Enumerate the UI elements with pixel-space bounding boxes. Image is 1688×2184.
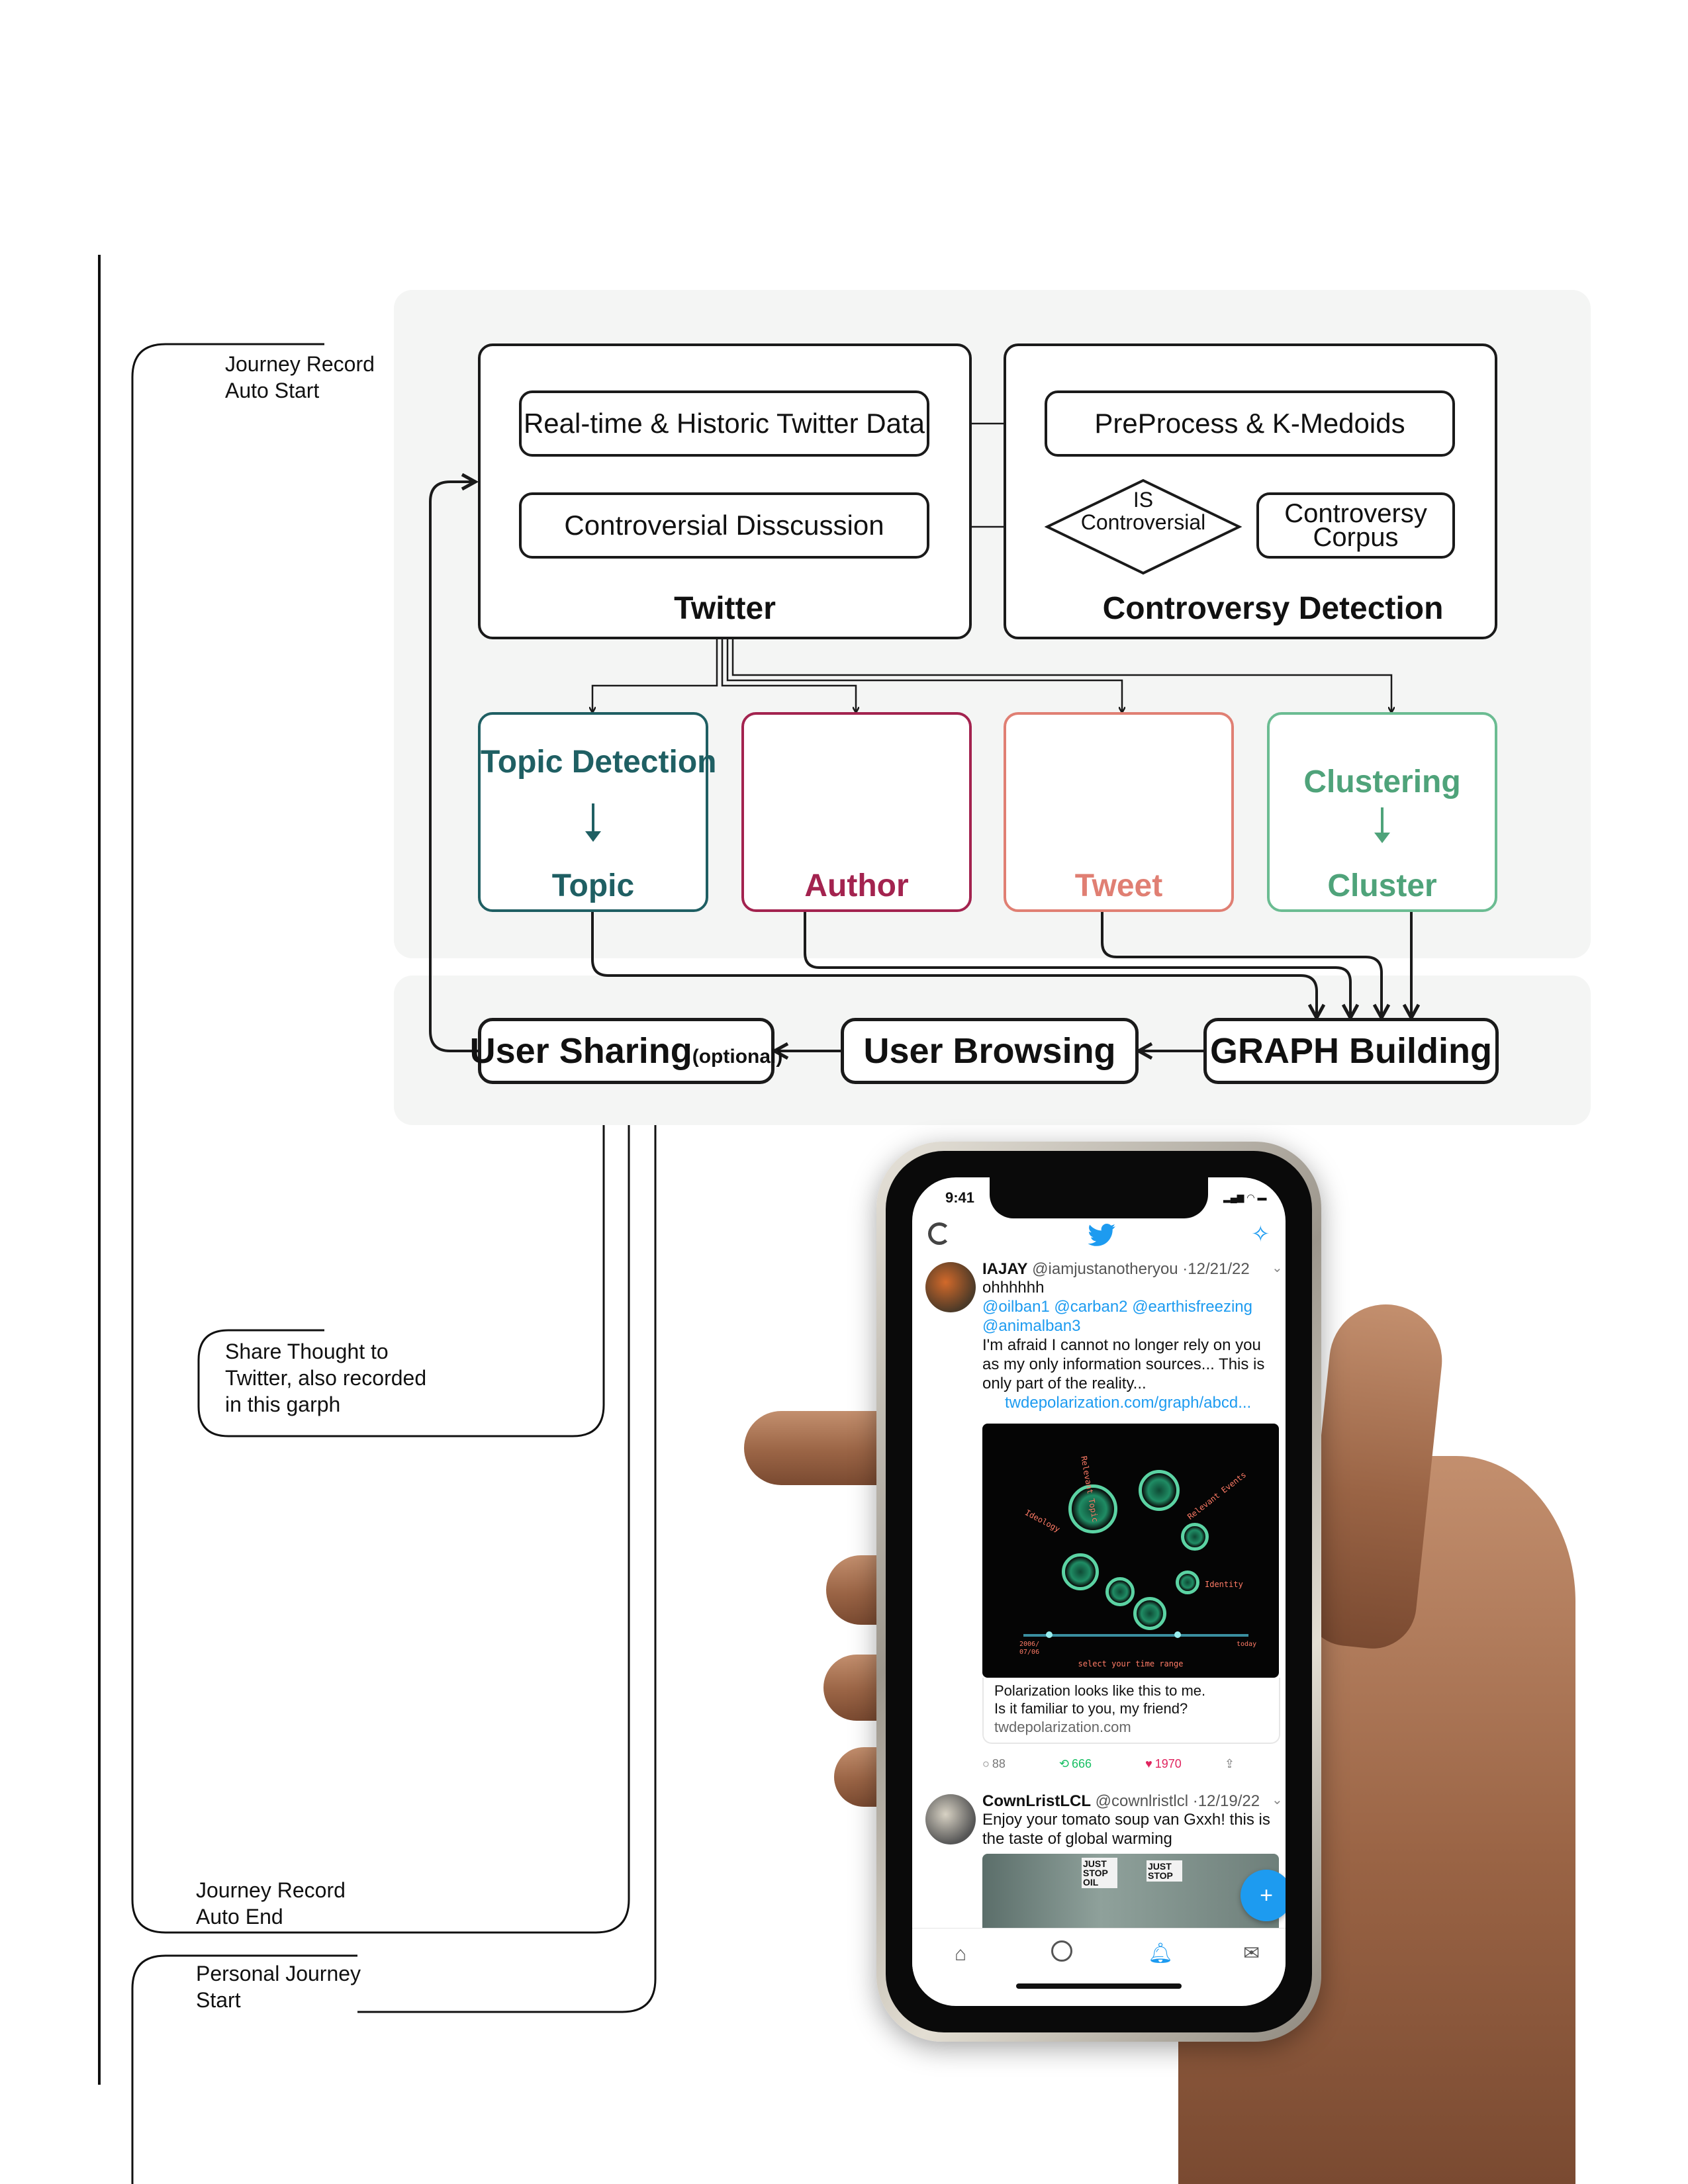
share-icon[interactable]: ⇪	[1224, 1757, 1235, 1770]
tweet2-handle: @cownlristlcl ·12/19/22	[1095, 1792, 1260, 1810]
notifications-icon[interactable]: 🔔︎	[1148, 1942, 1174, 1964]
graph-node	[1181, 1523, 1209, 1551]
preprocess-kmedoids-box: PreProcess & K-Medoids	[1045, 390, 1455, 457]
status-time: 9:41	[945, 1189, 975, 1206]
tweet1-more-icon[interactable]: ⌄	[1272, 1261, 1283, 1275]
reply-icon[interactable]: ○	[982, 1757, 990, 1770]
graph-building-box: GRAPH Building	[1203, 1018, 1499, 1084]
tweet2-name: CownLristLCL	[982, 1792, 1091, 1810]
graph-date-end: today	[1237, 1641, 1257, 1648]
tweet1-line1: ohhhhhh	[982, 1279, 1045, 1297]
tweet-label: Tweet	[1074, 868, 1163, 903]
graph-node	[1068, 1484, 1117, 1533]
tweet2-body: Enjoy your tomato soup van Gxxh! this is…	[982, 1811, 1270, 1848]
clustering-label: Clustering	[1303, 764, 1461, 799]
reply-count: 88	[992, 1757, 1006, 1770]
signal-icon: ▂▄▆ ◠ ▬	[1223, 1192, 1267, 1203]
author-label: Author	[804, 868, 909, 903]
tweet1-card-text: Polarization looks like this to me. Is i…	[994, 1682, 1206, 1717]
retweet-count: 666	[1072, 1757, 1092, 1770]
corpus-line1: Controversy	[1284, 499, 1427, 528]
topic-detection-label: Topic Detection	[481, 745, 717, 780]
graph-node	[1062, 1553, 1099, 1590]
graph-node	[1139, 1470, 1180, 1511]
retweet-icon[interactable]: ⟲	[1058, 1757, 1070, 1770]
refresh-icon[interactable]	[928, 1222, 951, 1245]
realtime-twitter-data-box: Real-time & Historic Twitter Data	[519, 390, 929, 457]
cluster-box: Clustering Cluster	[1267, 712, 1497, 912]
corpus-line2: Corpus	[1313, 523, 1399, 552]
graph-label-bottom-right: Identity	[1205, 1580, 1243, 1589]
home-icon[interactable]: ⌂	[955, 1943, 967, 1965]
cluster-down-arrow	[1374, 807, 1390, 843]
time-range-slider[interactable]	[1023, 1634, 1248, 1637]
user-sharing-box: User Sharing(optional)	[470, 1018, 782, 1084]
tweet1-handle: @iamjustanotheryou ·12/21/22	[1032, 1260, 1250, 1278]
graph-label-right: Relevant Events	[1186, 1470, 1248, 1522]
graph-label-left: Ideology	[1023, 1508, 1062, 1534]
tweet1-header: IAJAY @iamjustanotheryou ·12/21/22	[982, 1259, 1286, 1279]
topic-box: Topic Detection Topic	[478, 712, 717, 912]
graph-node	[1133, 1597, 1166, 1630]
is-controversial-diamond	[1045, 478, 1242, 575]
search-icon[interactable]	[1051, 1940, 1072, 1962]
slider-handle-left[interactable]	[1046, 1631, 1053, 1638]
tweet1-link[interactable]: twdepolarization.com/graph/abcd...	[1005, 1394, 1252, 1412]
author-box: Author	[741, 712, 972, 912]
user-sharing-label: User Sharing	[469, 1031, 692, 1071]
bottom-nav: ⌂ 🔔︎ ✉	[912, 1928, 1286, 1988]
slider-handle-right[interactable]	[1174, 1631, 1181, 1638]
phone-screen: 9:41 ▂▄▆ ◠ ▬ ✧ IAJAY @iamjustanotheryou …	[912, 1177, 1286, 2006]
protester-shirt-2: JUST STOP	[1147, 1860, 1182, 1882]
journey-end-note: Journey Record Auto End	[196, 1878, 346, 1929]
personal-journey-note: Personal Journey Start	[196, 1962, 361, 2012]
topic-down-arrow	[585, 803, 601, 842]
home-indicator	[1016, 1983, 1182, 1989]
tweet1-card[interactable]: Polarization looks like this to me. Is i…	[982, 1678, 1280, 1744]
tweet1-graph-image[interactable]: Relevant Topic Relevant Events Ideology …	[982, 1424, 1279, 1678]
user-browsing-box: User Browsing	[841, 1018, 1139, 1084]
cluster-label: Cluster	[1327, 868, 1437, 903]
graph-date-start: 2006/ 07/06	[1019, 1641, 1040, 1656]
tweet1-mentions[interactable]: @oilban1 @carban2 @earthisfreezing	[982, 1298, 1252, 1316]
tweet1-name: IAJAY	[982, 1260, 1028, 1278]
phone: 9:41 ▂▄▆ ◠ ▬ ✧ IAJAY @iamjustanotheryou …	[876, 1142, 1321, 2042]
controversial-discussion-box: Controversial Disscussion	[519, 492, 929, 559]
twitter-group-title: Twitter	[674, 591, 776, 626]
share-thought-note: Share Thought to Twitter, also recorded …	[225, 1340, 427, 1416]
tweet1-actions: ○88 ⟲666 ♥1970 ⇪	[982, 1757, 1274, 1771]
tweet2-image[interactable]: JUST STOP OIL JUST STOP	[982, 1854, 1279, 1928]
twitter-bird-icon	[1088, 1224, 1115, 1246]
protester-shirt-1: JUST STOP OIL	[1082, 1858, 1117, 1888]
is-label: IS	[1133, 488, 1154, 512]
tweet1-mentions2[interactable]: @animalban3	[982, 1317, 1081, 1335]
like-icon[interactable]: ♥	[1145, 1757, 1152, 1770]
journey-start-note: Journey Record Auto Start	[225, 352, 375, 402]
tweet1-card-link[interactable]: twdepolarization.com	[994, 1719, 1131, 1735]
graph-range-label: select your time range	[1078, 1659, 1184, 1668]
controversy-detection-title: Controversy Detection	[1102, 591, 1444, 626]
tweet1-avatar[interactable]	[925, 1262, 976, 1312]
optional-label: (optional)	[692, 1046, 783, 1068]
controversy-corpus-box: Controversy Corpus	[1256, 492, 1455, 559]
like-count: 1970	[1154, 1757, 1182, 1770]
tweet2-more-icon[interactable]: ⌄	[1272, 1793, 1283, 1807]
messages-icon[interactable]: ✉	[1243, 1942, 1260, 1964]
is-controversial-label: IS Controversial	[1045, 488, 1242, 533]
tweet2-avatar[interactable]	[925, 1794, 976, 1844]
graph-node	[1176, 1570, 1199, 1594]
tweet1-body: I'm afraid I cannot no longer rely on yo…	[982, 1336, 1265, 1392]
phone-notch	[990, 1177, 1208, 1218]
tweet2-header: CownLristLCL @cownlristlcl ·12/19/22	[982, 1792, 1286, 1811]
graph-node	[1105, 1577, 1135, 1606]
tweet-box: Tweet	[1004, 712, 1234, 912]
topic-label: Topic	[551, 868, 635, 903]
controversial-label: Controversial	[1080, 510, 1206, 534]
compose-tweet-button[interactable]: +	[1241, 1870, 1286, 1921]
sparkle-icon[interactable]: ✧	[1251, 1222, 1270, 1247]
